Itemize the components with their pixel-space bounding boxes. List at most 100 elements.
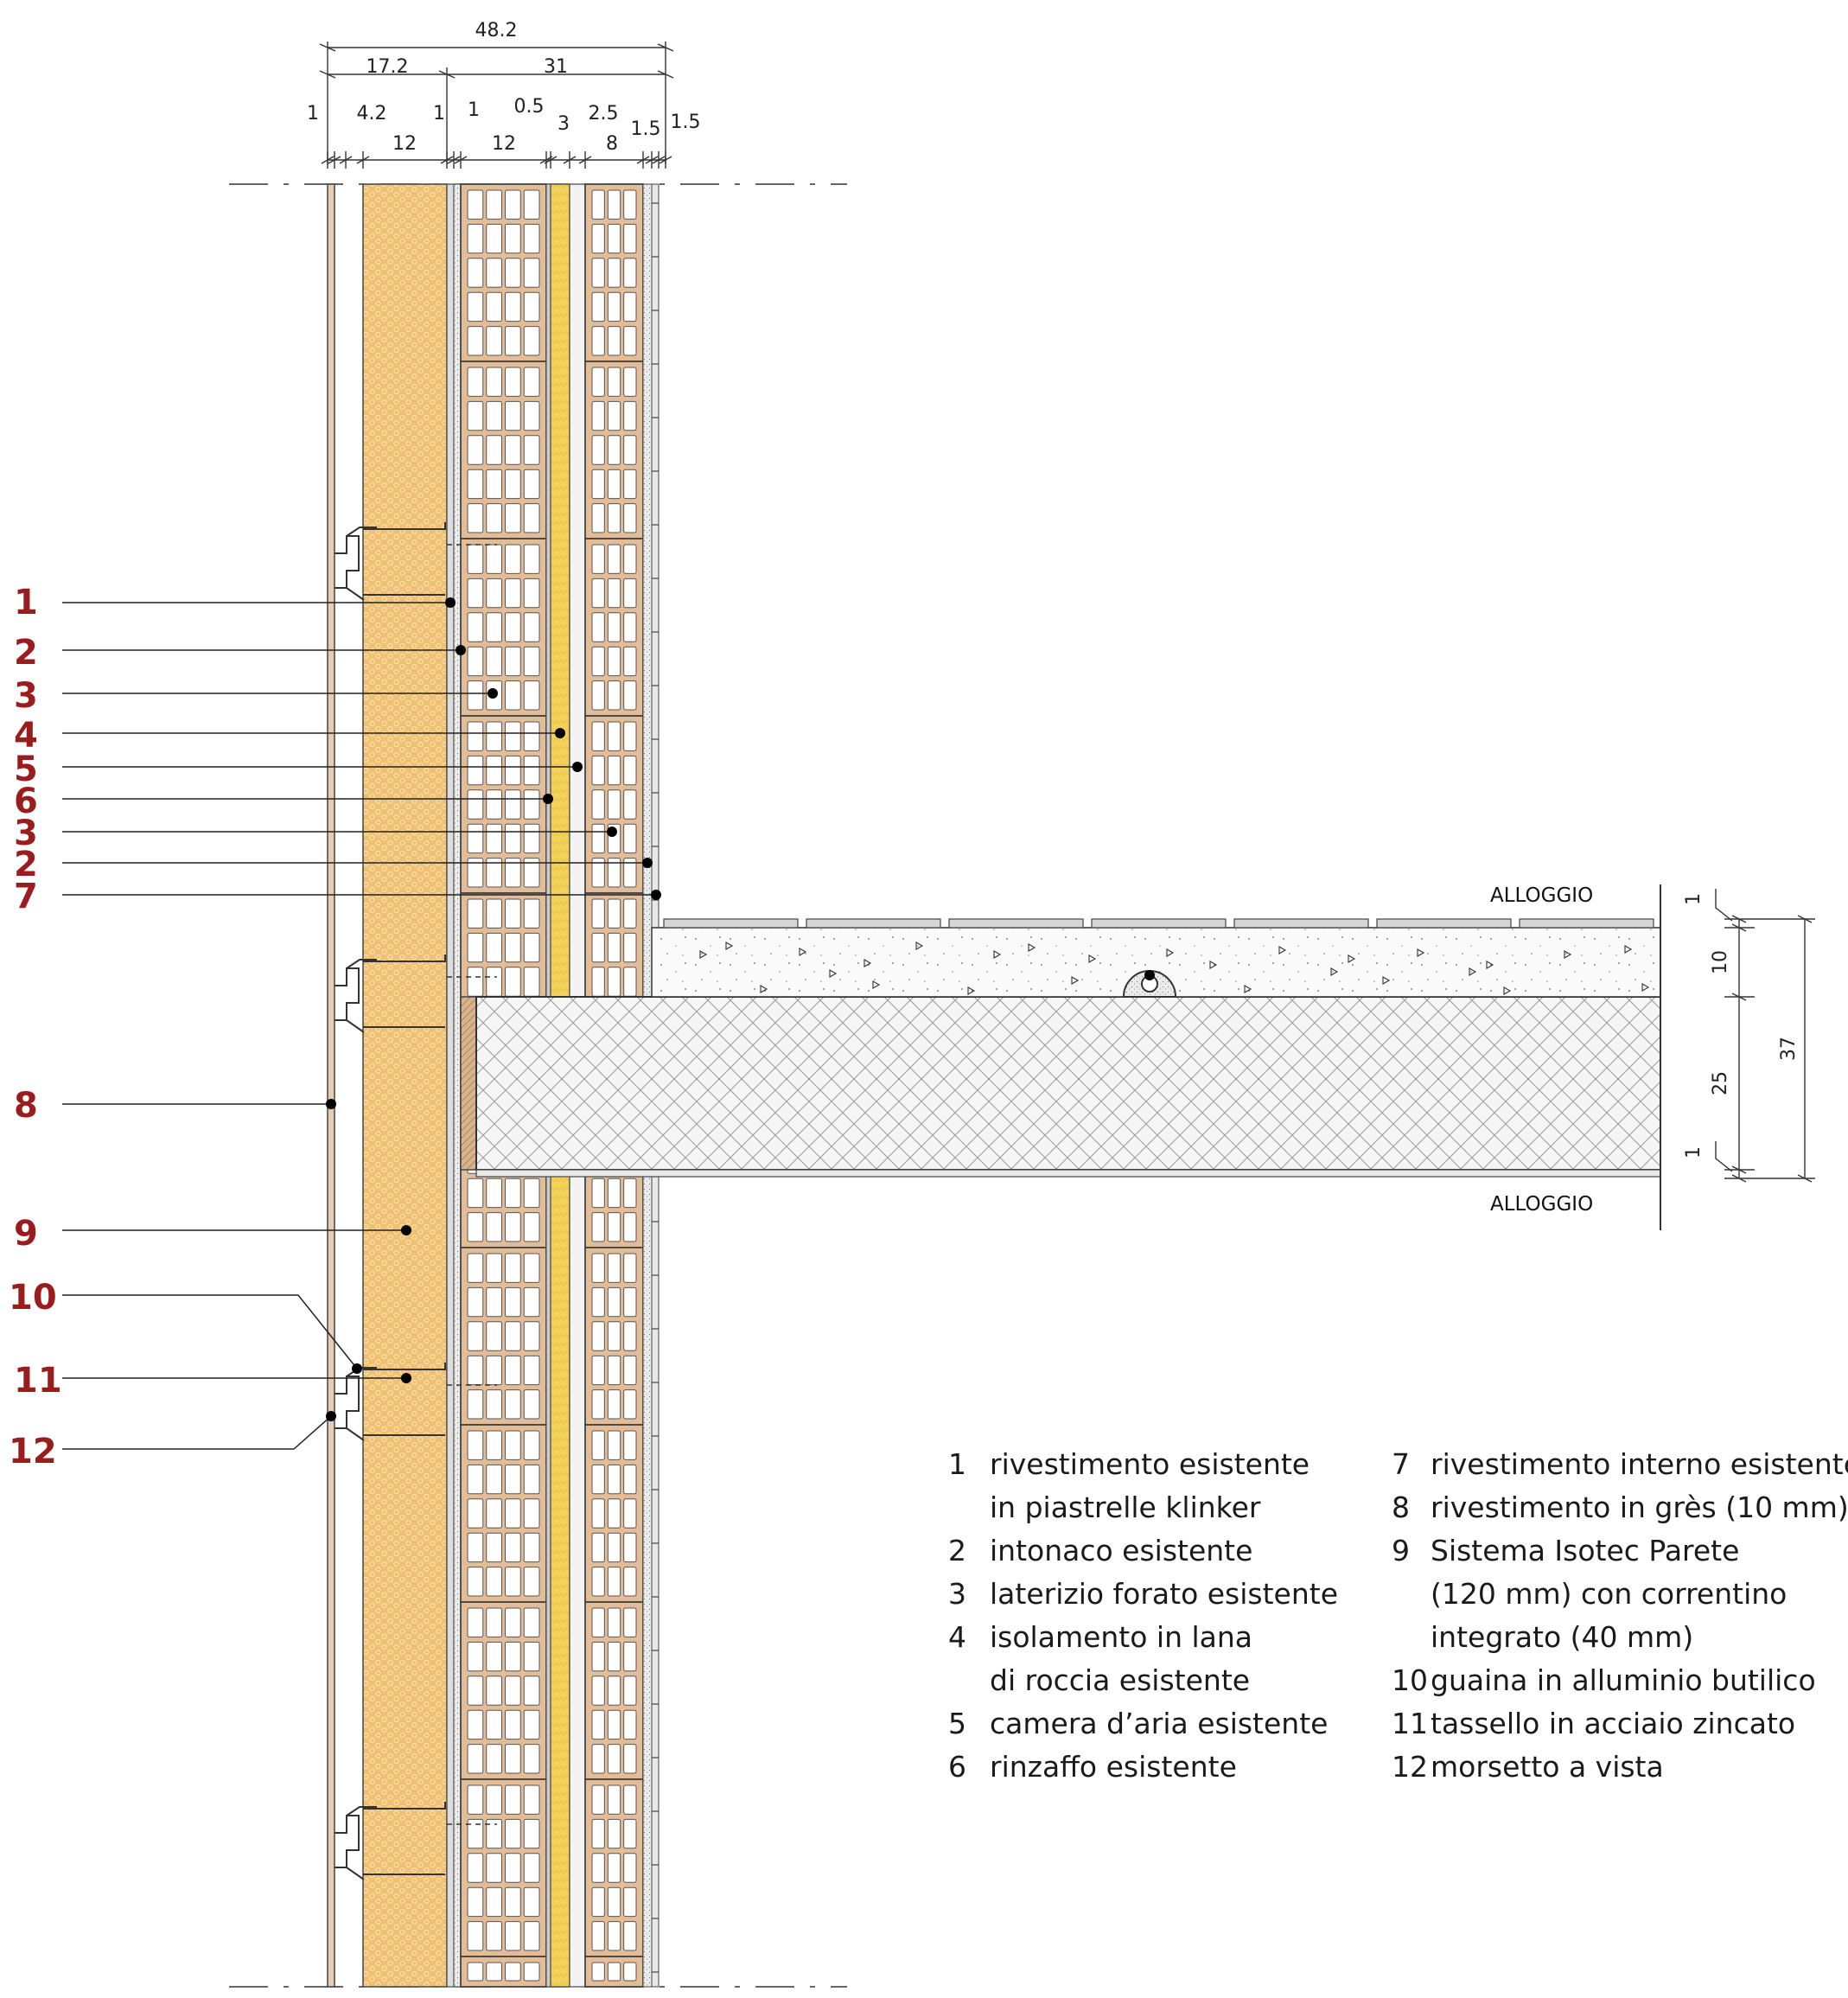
brick-hole: [486, 189, 502, 220]
legend-num-9: 9: [1392, 1534, 1410, 1567]
brick-hole: [486, 544, 502, 574]
brick-hole: [591, 189, 605, 220]
brick-hole: [623, 680, 637, 711]
brick-hole: [505, 1178, 521, 1209]
aggregate-mark: [1624, 945, 1633, 954]
brick-hole: [486, 1567, 502, 1597]
brick-hole: [591, 646, 605, 677]
brick-hole: [591, 1253, 605, 1283]
brick-hole: [591, 1532, 605, 1563]
brick-hole: [607, 1962, 621, 1982]
brick-hole: [623, 544, 637, 574]
brick-hole: [607, 1178, 621, 1209]
legend-num-2: 2: [948, 1534, 966, 1567]
brick-hole: [467, 680, 484, 711]
brick-hole: [523, 967, 540, 997]
bracket-rail: [363, 954, 446, 1028]
brick-hole: [591, 435, 605, 465]
brick-hole: [505, 612, 521, 642]
aggregate-mark: [829, 969, 838, 978]
brick-hole: [607, 1886, 621, 1918]
brick-hole: [623, 1389, 637, 1420]
brick-hole: [486, 291, 502, 322]
brick-hole: [591, 1498, 605, 1529]
brick-hole: [623, 1921, 637, 1951]
brick-hole: [505, 1212, 521, 1242]
legend-text-8: rivestimento in grès (10 mm): [1431, 1491, 1848, 1524]
brick-hole: [623, 1784, 637, 1815]
legend: 1 rivestimento esistente in piastrelle k…: [948, 1447, 1848, 1784]
dim-tick: [659, 156, 672, 164]
brick-hole: [607, 503, 621, 533]
brick-hole: [591, 400, 605, 431]
right-dimensions: [1715, 889, 1815, 1183]
brick-hole: [523, 400, 540, 431]
brick-hole: [486, 898, 502, 929]
brick-hole: [623, 1641, 637, 1672]
legend-text-3: laterizio forato esistente: [990, 1577, 1338, 1611]
brick-hole: [623, 1607, 637, 1637]
brick-hole: [591, 1389, 605, 1420]
brick-hole: [486, 646, 502, 677]
aggregate-mark: [1278, 946, 1287, 954]
aggregate-mark: [1209, 961, 1218, 969]
brick-hole: [607, 1921, 621, 1951]
legend-text-2: intonaco esistente: [990, 1534, 1252, 1567]
brick-hole: [467, 223, 484, 254]
brick-hole: [607, 1464, 621, 1495]
brick-hole: [591, 1962, 605, 1982]
brick-hole: [486, 326, 502, 356]
dim-tick: [578, 156, 592, 164]
leader-dot: [487, 688, 498, 699]
brick-hole: [505, 258, 521, 288]
callout-5: 5: [14, 750, 38, 789]
brick-hole: [623, 1886, 637, 1918]
brick-hole: [523, 1253, 540, 1283]
brick-hole: [486, 1430, 502, 1460]
legend-text-9c: integrato (40 mm): [1431, 1620, 1693, 1654]
brick-hole: [467, 612, 484, 642]
brick-hole: [591, 612, 605, 642]
brick-hole: [523, 1853, 540, 1883]
dim-tick: [440, 156, 454, 164]
floor-tile: [1091, 918, 1227, 929]
brick-hole: [467, 967, 484, 997]
aggregate-mark: [1382, 976, 1391, 985]
interior-tile-joints: [652, 202, 659, 1973]
aggregate-mark: [872, 980, 881, 989]
bracket-rail: [363, 522, 446, 596]
brick-hole: [505, 1498, 521, 1529]
brick-hole: [505, 1818, 521, 1849]
slab-edge-beam: [460, 996, 477, 1171]
dim-tick: [652, 156, 666, 164]
legend-num-7: 7: [1392, 1447, 1410, 1481]
brick-hole: [505, 1962, 521, 1982]
leader-line: [62, 1415, 332, 1450]
brick-hole: [591, 1818, 605, 1849]
brick-hole: [591, 1641, 605, 1672]
brick-hole: [486, 435, 502, 465]
brick-hole: [607, 544, 621, 574]
brick-hole: [523, 326, 540, 356]
brick-hole: [523, 1532, 540, 1563]
brick-hole: [523, 1464, 540, 1495]
dim-small-4: 1: [468, 99, 480, 121]
brick-hole: [591, 544, 605, 574]
brick-hole: [591, 1744, 605, 1774]
dimension-ticks: [321, 151, 672, 169]
brick-hole: [591, 1853, 605, 1883]
brick-hole: [486, 1321, 502, 1351]
brick-hole: [623, 1709, 637, 1740]
brick-hole: [523, 1355, 540, 1386]
brick-hole: [467, 469, 484, 500]
aggregate-mark: [1330, 967, 1339, 976]
brick-hole: [523, 1389, 540, 1420]
leader-dot: [555, 728, 565, 738]
legend-text-5: camera d’aria esistente: [990, 1707, 1328, 1740]
dim-tick: [321, 156, 335, 164]
brick-hole: [591, 469, 605, 500]
brick-hole: [623, 612, 637, 642]
brick-hole: [523, 469, 540, 500]
brick-hole: [591, 1921, 605, 1951]
brick-hole: [505, 435, 521, 465]
